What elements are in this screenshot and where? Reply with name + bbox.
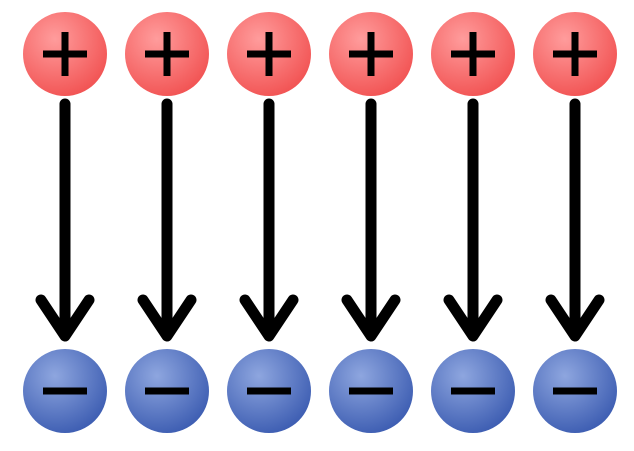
charge-column (533, 12, 617, 433)
minus-icon (553, 387, 597, 395)
plus-icon (349, 32, 393, 76)
minus-icon (43, 387, 87, 395)
charge-column (431, 12, 515, 433)
field-arrow (545, 98, 605, 342)
positive-charge (227, 12, 311, 96)
charge-columns (23, 12, 617, 433)
plus-icon (43, 32, 87, 76)
field-arrow (443, 98, 503, 342)
negative-charge (23, 349, 107, 433)
charge-column (329, 12, 413, 433)
negative-charge (329, 349, 413, 433)
field-arrow (341, 98, 401, 342)
field-arrow (35, 98, 95, 342)
negative-charge (125, 349, 209, 433)
positive-charge (125, 12, 209, 96)
negative-charge (227, 349, 311, 433)
plus-icon (451, 32, 495, 76)
positive-charge (23, 12, 107, 96)
field-arrow (137, 98, 197, 342)
plus-icon (247, 32, 291, 76)
minus-icon (145, 387, 189, 395)
minus-icon (451, 387, 495, 395)
charge-column (227, 12, 311, 433)
positive-charge (533, 12, 617, 96)
minus-icon (247, 387, 291, 395)
positive-charge (329, 12, 413, 96)
plus-icon (553, 32, 597, 76)
charge-column (125, 12, 209, 433)
positive-charge (431, 12, 515, 96)
negative-charge (431, 349, 515, 433)
negative-charge (533, 349, 617, 433)
plus-icon (145, 32, 189, 76)
charge-column (23, 12, 107, 433)
minus-icon (349, 387, 393, 395)
field-arrow (239, 98, 299, 342)
